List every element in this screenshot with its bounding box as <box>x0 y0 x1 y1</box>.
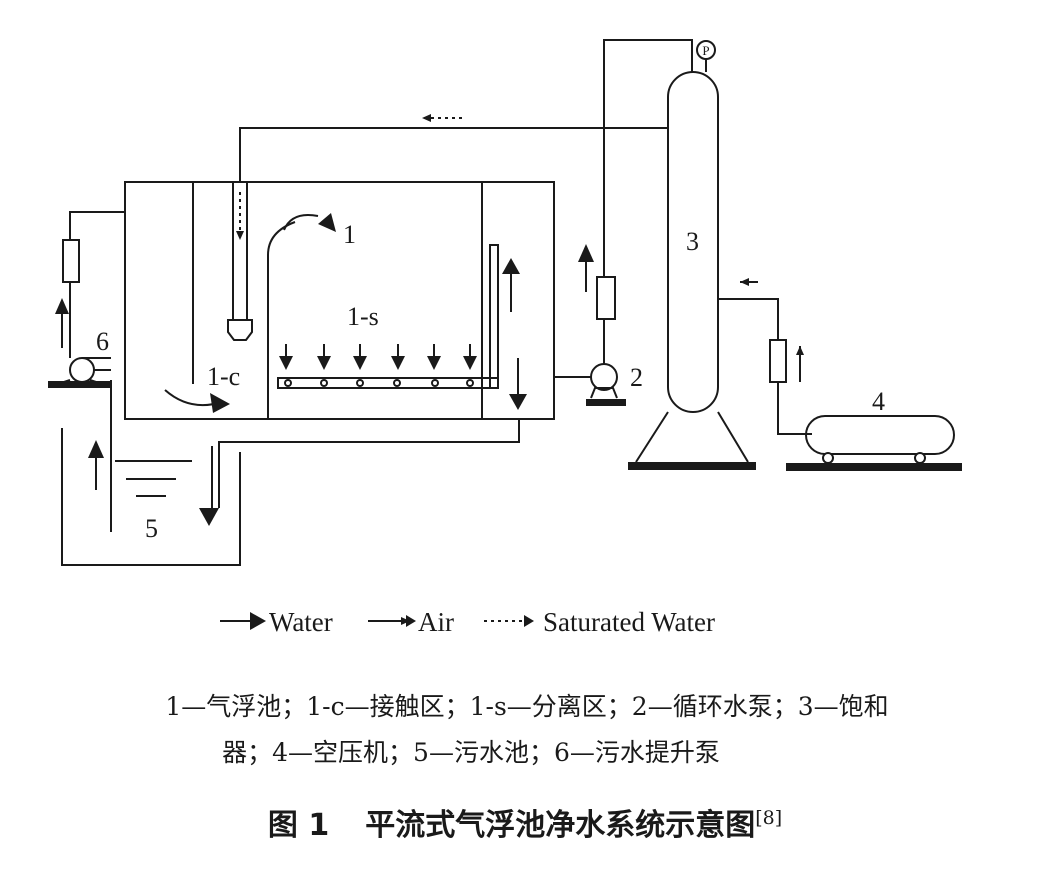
sewage-tank <box>61 428 241 566</box>
release-nozzle <box>227 319 253 341</box>
pressure-gauge-label: P <box>702 43 709 58</box>
float-arrow <box>267 221 296 256</box>
figure-label: 图 1 <box>267 808 330 843</box>
legend: Water Air Saturated Water <box>220 607 715 637</box>
label-circulation-pump: 2 <box>630 363 643 392</box>
circulation-pump <box>554 363 626 406</box>
compressor <box>805 415 955 455</box>
outlet-pipe <box>218 419 520 508</box>
label-flotation-tank: 1 <box>343 220 356 249</box>
lift-pump <box>48 357 112 388</box>
saturated-water-pipe <box>239 127 668 182</box>
figure-title-text: 平流式气浮池净水系统示意图 <box>365 808 756 843</box>
figure-title: 图 1 平流式气浮池净水系统示意图[8] <box>0 800 1038 844</box>
saturator <box>667 71 719 413</box>
flotation-system-diagram: 1 1-c 1-s 2 3 4 5 6 P <box>48 39 962 566</box>
legend-air-label: Air <box>418 607 454 637</box>
legend-water-label: Water <box>269 607 333 637</box>
caption-line-2: 器；4—空压机；5—污水池；6—污水提升泵 <box>222 738 720 767</box>
caption-line-1: 1—气浮池；1-c—接触区；1-s—分离区；2—循环水泵；3—饱和 <box>165 692 889 721</box>
label-contact-zone: 1-c <box>207 362 240 391</box>
separation-water-arrows <box>279 344 477 370</box>
label-separation-zone: 1-s <box>347 302 379 331</box>
saturated-water-inlet <box>232 181 248 321</box>
flotation-tank <box>124 181 555 420</box>
figure-reference: [8] <box>755 807 783 829</box>
collector-riser <box>489 244 499 389</box>
legend-saturated-label: Saturated Water <box>543 607 715 637</box>
label-sewage-tank: 5 <box>145 514 158 543</box>
collector-pipe <box>277 377 499 389</box>
label-compressor: 4 <box>872 387 885 416</box>
label-saturator: 3 <box>686 227 699 256</box>
label-lift-pump: 6 <box>96 327 109 356</box>
